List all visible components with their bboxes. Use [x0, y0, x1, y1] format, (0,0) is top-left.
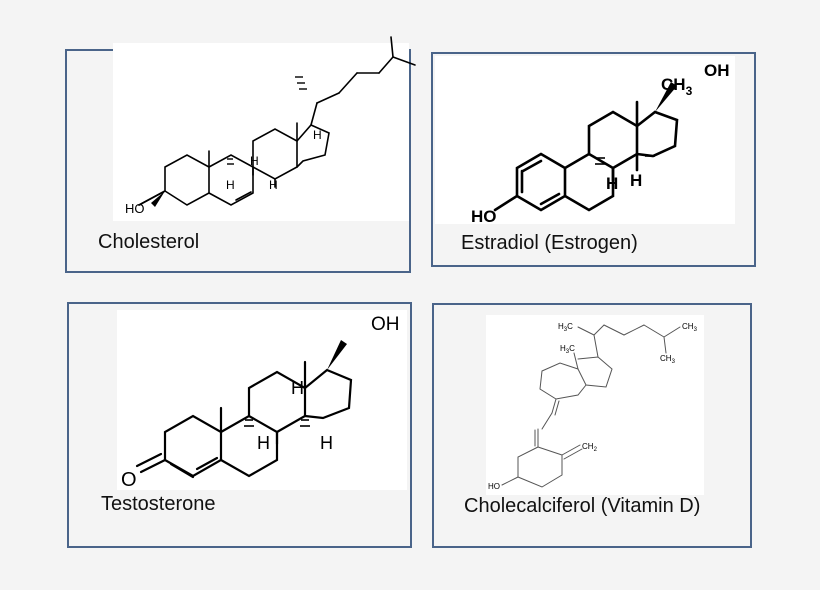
vitd-ch3-label: CH3 [660, 354, 676, 365]
estradiol-ho-label: HO [471, 207, 497, 226]
estradiol-structure-bg [435, 56, 735, 224]
cholecalciferol-structure-bg [486, 315, 704, 495]
estradiol-structure: CH3 OH HO H H [471, 61, 730, 226]
cholesterol-h-label: H [269, 178, 278, 192]
testosterone-label: Testosterone [101, 493, 216, 515]
cholecalciferol-atom-labels: H3C CH3 CH3 H3C CH2 HO [488, 322, 698, 491]
cholesterol-label: Cholesterol [98, 231, 200, 253]
panel-cholecalciferol: H3C CH3 CH3 H3C CH2 HO Cholecalciferol (… [432, 303, 752, 548]
vitd-h3c-label: H3C [558, 322, 573, 333]
panel-estradiol: CH3 OH HO H H Estradiol (Estrogen) [431, 52, 756, 267]
vitd-ch3-label: CH3 [682, 322, 698, 333]
vitd-ch2-label: CH2 [582, 442, 598, 453]
cholesterol-ho-label: HO [125, 201, 145, 216]
cholesterol-structure: HO H H H H [125, 36, 416, 216]
panel-cholesterol: HO H H H H Cholesterol [65, 36, 416, 273]
estradiol-oh-label: OH [704, 61, 730, 80]
estradiol-h-label: H [630, 171, 642, 190]
cholecalciferol-structure: H3C CH3 CH3 H3C CH2 HO [488, 322, 698, 491]
testosterone-oh-label: OH [371, 314, 400, 335]
vitd-ho-label: HO [488, 482, 500, 491]
testosterone-h-label: H [320, 433, 333, 453]
estradiol-h-label: H [606, 174, 618, 193]
cholesterol-h-label: H [250, 154, 259, 168]
testosterone-o-label: O [121, 469, 137, 491]
testosterone-h-label: H [291, 378, 304, 398]
cholesterol-h-label: H [313, 128, 322, 142]
testosterone-structure: OH O H H H [121, 314, 400, 491]
vitd-h3c-label: H3C [560, 344, 575, 355]
cholesterol-h-label: H [226, 178, 235, 192]
testosterone-h-label: H [257, 433, 270, 453]
estradiol-label: Estradiol (Estrogen) [461, 232, 638, 254]
estradiol-ch3-label: CH3 [661, 75, 693, 98]
cholecalciferol-label: Cholecalciferol (Vitamin D) [464, 495, 701, 517]
panel-testosterone: OH O H H H Testosterone [67, 302, 412, 548]
